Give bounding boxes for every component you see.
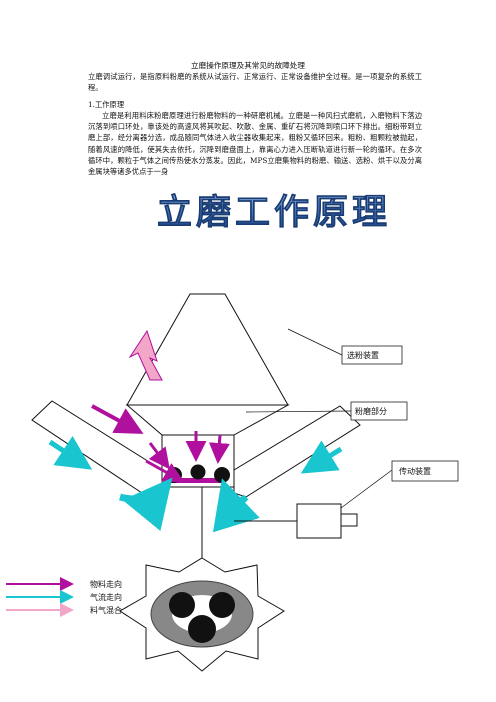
airflow-curve-arrow: [119, 477, 173, 532]
banner-title-text: 立磨工作原理: [157, 193, 391, 231]
material-feed-arrow: [148, 442, 170, 470]
grinding-table: [171, 478, 225, 483]
label-box-separator: [341, 345, 403, 365]
legend-mixed: 料气混合: [90, 605, 122, 615]
material-feed-arrow: [208, 434, 230, 464]
detail-roller: [169, 592, 195, 618]
material-feed-arrow: [145, 459, 185, 483]
mill-diagram: 选粉装置 粉磨部分 传动装置 物料走向 气流走向 料气混合: [6, 293, 459, 672]
grinding-roller: [214, 467, 230, 483]
document-title: 立磨操作原理及其常见的故障处理: [191, 61, 305, 70]
label-box-grinding: [350, 401, 408, 421]
section-heading: 1.工作原理: [88, 100, 125, 109]
label-separator: 选粉装置: [347, 350, 379, 360]
product-outlet-arrow: [128, 329, 163, 381]
material-feed-arrow: [91, 404, 144, 434]
label-drive: 传动装置: [399, 466, 431, 476]
airflow-curve-arrow: [212, 478, 260, 533]
label-grinding: 粉磨部分: [355, 406, 387, 416]
intro-paragraph: 立磨调试运行，是指原料粉磨的系统从试运行、正常运行、正常设备维护全过程。是一项复…: [88, 72, 422, 93]
banner-title: 立磨工作原理: [157, 193, 391, 231]
body-paragraph: 立磨是利用料床粉磨原理进行粉磨物料的一种研磨机械。立磨是一种风扫式磨机，入磨物料…: [88, 111, 422, 177]
airflow-arrow: [48, 435, 93, 470]
detail-roller: [188, 615, 216, 643]
drive-motor-shaft: [340, 513, 358, 527]
legend-airflow: 气流走向: [90, 592, 122, 602]
grinding-roller: [190, 464, 206, 480]
detail-roller: [209, 592, 235, 618]
airflow-arrow: [300, 440, 343, 474]
drive-motor-body: [296, 503, 342, 539]
label-box-drive: [391, 460, 459, 482]
legend-material: 物料走向: [90, 579, 122, 589]
